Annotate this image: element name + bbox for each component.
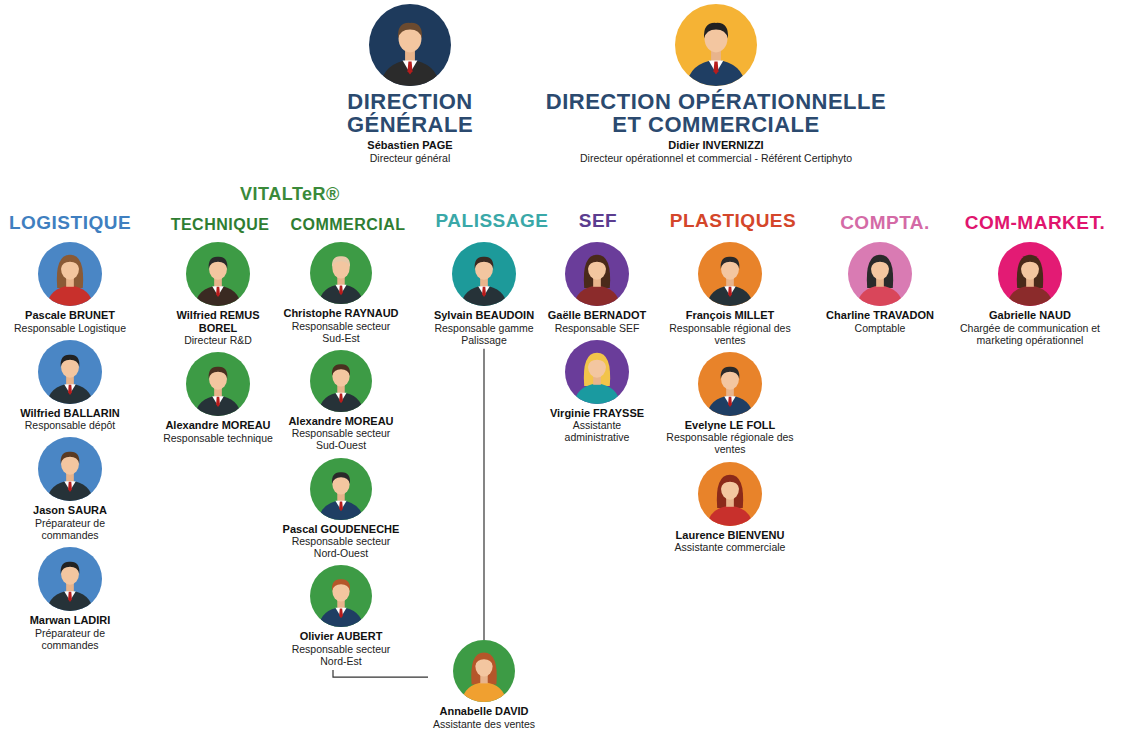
job-title: Assistante administrative xyxy=(543,419,651,443)
person-name: Annabelle DAVID xyxy=(428,705,540,718)
job-title: Assistante des ventes xyxy=(428,718,540,730)
avatar-icon xyxy=(38,437,102,501)
person-name: Gabrielle NAUD xyxy=(945,309,1115,322)
department-heading: VITALTeR® xyxy=(240,184,340,205)
person-card: Gaëlle BERNADOTResponsable SEF xyxy=(543,242,651,334)
direction-heading: DIRECTION GÉNÉRALE xyxy=(315,90,505,136)
person-name: Wilfried BALLARIN xyxy=(5,407,135,420)
avatar-icon xyxy=(369,4,451,86)
job-title: Responsable technique xyxy=(156,432,280,444)
person-card: Sylvain BEAUDOINResponsable gamme Paliss… xyxy=(430,242,538,346)
job-title: Comptable xyxy=(820,322,940,334)
person-name: Didier INVERNIZZI xyxy=(531,139,901,152)
avatar-icon xyxy=(310,458,372,520)
job-title: Directeur R&D xyxy=(156,334,280,346)
person-card: Alexandre MOREAUResponsable technique xyxy=(156,352,280,444)
person-name: Pascale BRUNET xyxy=(5,309,135,322)
avatar-icon xyxy=(565,340,629,404)
job-title: Préparateur de commandes xyxy=(5,627,135,651)
job-title: Directeur général xyxy=(315,152,505,164)
person-card: Laurence BIENVENUAssistante commerciale xyxy=(655,462,805,554)
person-card: Evelyne LE FOLLResponsable régionale des… xyxy=(655,352,805,456)
person-card: Jason SAURAPréparateur de commandes xyxy=(5,437,135,541)
department-heading: LOGISTIQUE xyxy=(9,212,131,234)
avatar-icon xyxy=(452,242,516,306)
person-card: Alexandre MOREAUResponsable secteur Sud-… xyxy=(282,350,400,452)
department-heading: COMMERCIAL xyxy=(290,216,405,234)
person-card: DIRECTION OPÉRATIONNELLE ET COMMERCIALE D… xyxy=(531,4,901,164)
department-heading: COMPTA. xyxy=(840,212,930,234)
job-title: Directeur opérationnel et commercial - R… xyxy=(531,152,901,164)
person-name: Olivier AUBERT xyxy=(282,630,400,643)
person-name: Pascal GOUDENECHE xyxy=(282,523,400,536)
job-title: Responsable SEF xyxy=(543,322,651,334)
job-title: Préparateur de commandes xyxy=(5,517,135,541)
person-card: Wilfried BALLARINResponsable dépôt xyxy=(5,340,135,432)
job-title: Assistante commerciale xyxy=(655,541,805,553)
person-card: Gabrielle NAUDChargée de communication e… xyxy=(945,242,1115,346)
person-name: Alexandre MOREAU xyxy=(282,415,400,428)
person-card: François MILLETResponsable régional des … xyxy=(655,242,805,346)
avatar-icon xyxy=(675,4,757,86)
department-heading: PLASTIQUES xyxy=(670,210,796,232)
connector-line xyxy=(333,670,428,677)
job-title: Responsable gamme Palissage xyxy=(430,322,538,346)
person-card: DIRECTION GÉNÉRALE Sébastien PAGEDirecteu… xyxy=(315,4,505,164)
job-title: Responsable régionale des ventes xyxy=(655,431,805,455)
person-card: Pascale BRUNETResponsable Logistique xyxy=(5,242,135,334)
department-heading: SEF xyxy=(579,210,617,232)
avatar-icon xyxy=(38,547,102,611)
person-name: Sébastien PAGE xyxy=(315,139,505,152)
avatar-icon xyxy=(310,350,372,412)
department-heading: PALISSAGE xyxy=(436,210,549,232)
job-title: Responsable Logistique xyxy=(5,322,135,334)
person-name: Evelyne LE FOLL xyxy=(655,419,805,432)
person-name: Alexandre MOREAU xyxy=(156,419,280,432)
person-name: François MILLET xyxy=(655,309,805,322)
person-name: Sylvain BEAUDOIN xyxy=(430,309,538,322)
person-name: Laurence BIENVENU xyxy=(655,529,805,542)
job-title: Responsable secteur Nord-Ouest xyxy=(282,535,400,559)
avatar-icon xyxy=(698,462,762,526)
person-card: Virginie FRAYSSEAssistante administrativ… xyxy=(543,340,651,444)
department-heading: COM-MARKET. xyxy=(965,212,1106,234)
avatar-icon xyxy=(998,242,1062,306)
person-card: Olivier AUBERTResponsable secteur Nord-E… xyxy=(282,565,400,667)
person-card: Annabelle DAVIDAssistante des ventes xyxy=(428,640,540,730)
avatar-icon xyxy=(38,242,102,306)
person-card: Charline TRAVADONComptable xyxy=(820,242,940,334)
avatar-icon xyxy=(453,640,515,702)
avatar-icon xyxy=(698,352,762,416)
department-heading: TECHNIQUE xyxy=(171,216,270,234)
person-card: Wilfried REMUS BORELDirecteur R&D xyxy=(156,242,280,346)
person-card: Christophe RAYNAUDResponsable secteur Su… xyxy=(282,242,400,344)
avatar-icon xyxy=(186,242,250,306)
person-name: Charline TRAVADON xyxy=(820,309,940,322)
job-title: Responsable régional des ventes xyxy=(655,322,805,346)
person-name: Virginie FRAYSSE xyxy=(543,407,651,420)
avatar-icon xyxy=(310,242,372,304)
avatar-icon xyxy=(186,352,250,416)
avatar-icon xyxy=(848,242,912,306)
job-title: Responsable secteur Nord-Est xyxy=(282,643,400,667)
job-title: Responsable dépôt xyxy=(5,419,135,431)
person-card: Marwan LADIRIPréparateur de commandes xyxy=(5,547,135,651)
job-title: Responsable secteur Sud-Est xyxy=(282,320,400,344)
person-name: Wilfried REMUS BOREL xyxy=(156,309,280,334)
person-card: Pascal GOUDENECHEResponsable secteur Nor… xyxy=(282,458,400,560)
job-title: Responsable secteur Sud-Ouest xyxy=(282,427,400,451)
job-title: Chargée de communication et marketing op… xyxy=(945,322,1115,346)
avatar-icon xyxy=(310,565,372,627)
avatar-icon xyxy=(565,242,629,306)
person-name: Gaëlle BERNADOT xyxy=(543,309,651,322)
person-name: Marwan LADIRI xyxy=(5,614,135,627)
avatar-icon xyxy=(38,340,102,404)
direction-heading: DIRECTION OPÉRATIONNELLE ET COMMERCIALE xyxy=(531,90,901,136)
person-name: Jason SAURA xyxy=(5,504,135,517)
connector-line xyxy=(483,349,484,640)
avatar-icon xyxy=(698,242,762,306)
person-name: Christophe RAYNAUD xyxy=(282,307,400,320)
